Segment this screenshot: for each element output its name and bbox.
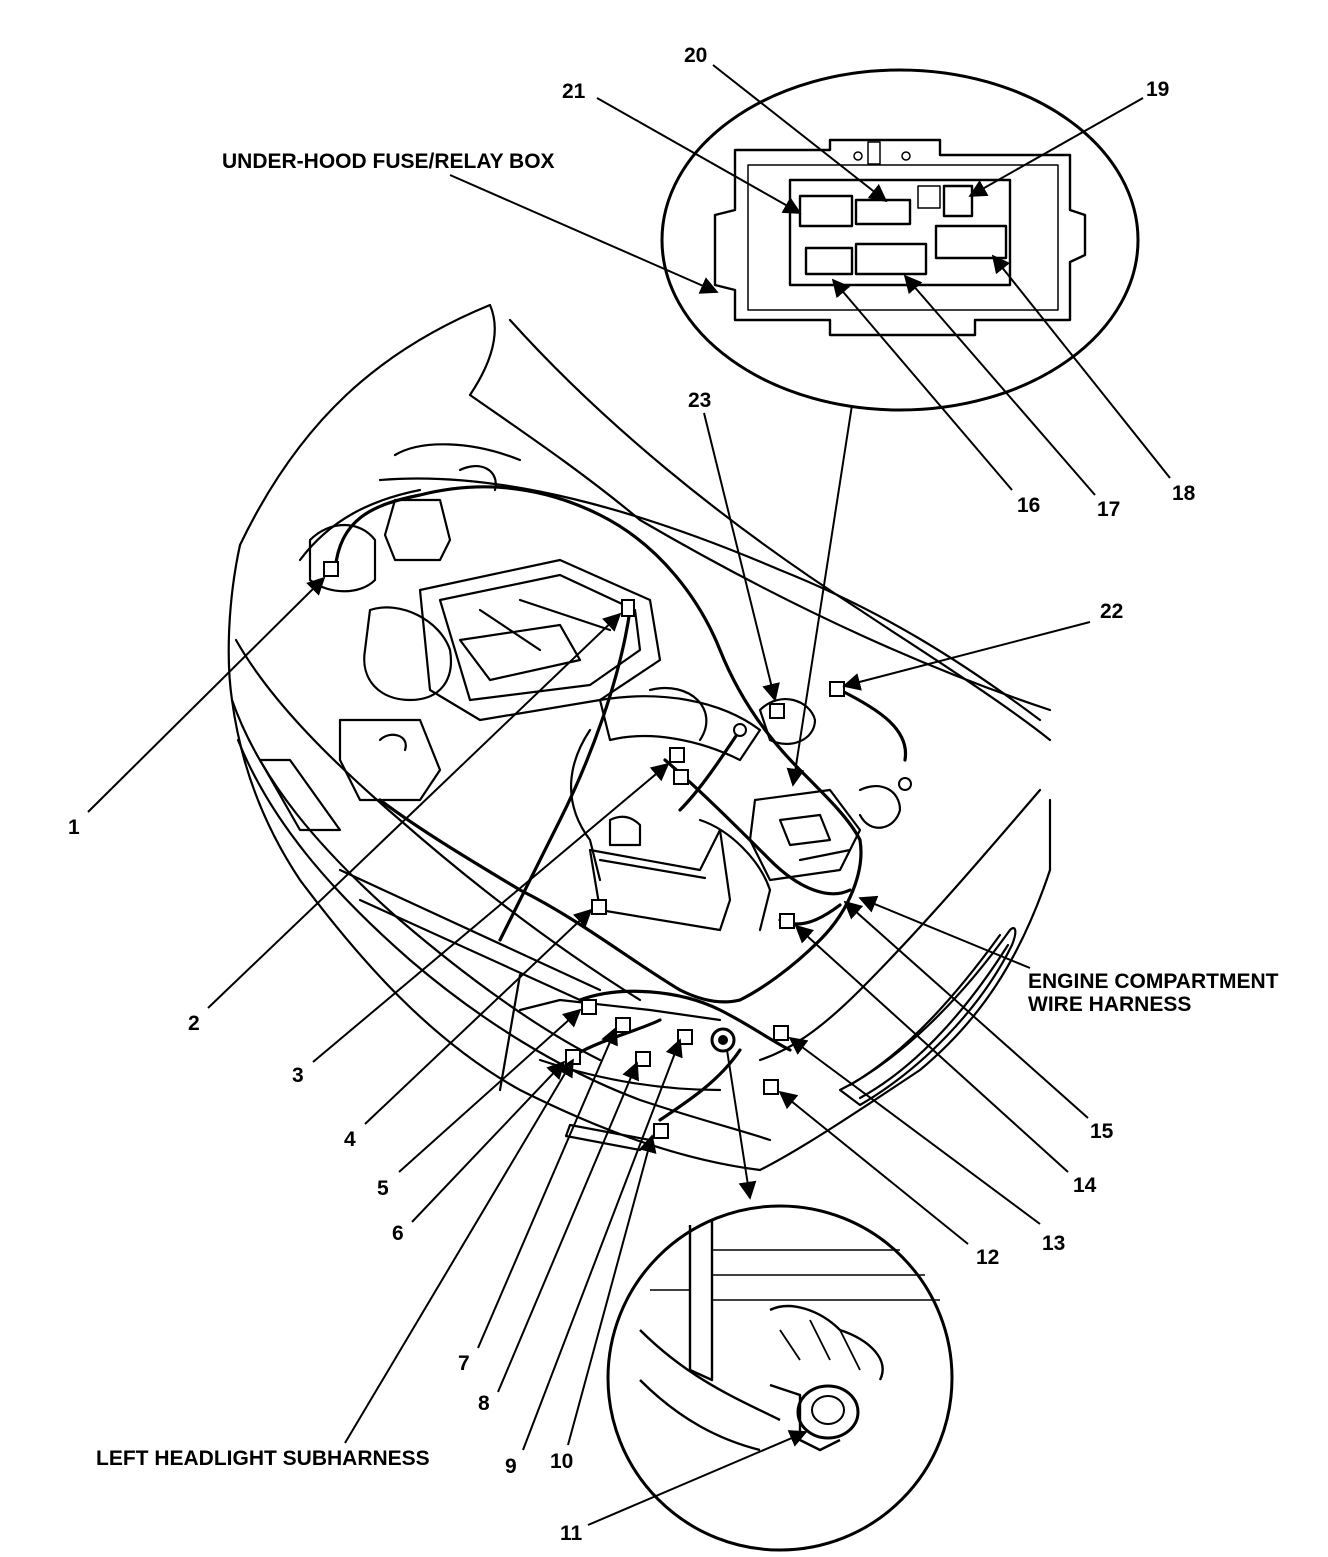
- connector-3a: [669, 747, 685, 763]
- callout-3: 3: [292, 1064, 304, 1087]
- callout-1: 1: [68, 816, 80, 839]
- leader-3: [312, 762, 670, 1063]
- connectors: [323, 561, 912, 1139]
- leader-12: [778, 1090, 969, 1245]
- leader-20: [712, 64, 888, 203]
- relay-17: [854, 242, 928, 276]
- connector-22: [829, 681, 845, 697]
- caption-engine-harness-2: WIRE HARNESS: [1028, 993, 1191, 1016]
- leader-10: [567, 1134, 657, 1446]
- callout-12: 12: [976, 1246, 999, 1269]
- harness-c: [663, 758, 852, 896]
- fuse-box-zoom-circle: [660, 68, 1140, 412]
- connector-14: [779, 913, 795, 929]
- connector-13: [773, 1025, 789, 1041]
- fuse-box-detail: [660, 68, 1140, 412]
- harness-e: [658, 1048, 742, 1122]
- connector-10: [653, 1123, 669, 1139]
- leader-15: [843, 900, 1089, 1119]
- relay-18: [934, 224, 1008, 260]
- leader-7: [477, 1026, 618, 1349]
- ground-zoom-circle: [606, 1204, 954, 1552]
- connector-2: [621, 599, 635, 617]
- vehicle-body: [227, 303, 1052, 1172]
- callout-11: 11: [560, 1522, 583, 1545]
- callout-18: 18: [1172, 482, 1196, 505]
- leader-13: [788, 1036, 1041, 1225]
- ground-bolt: [796, 1384, 860, 1440]
- relay-16: [804, 246, 854, 276]
- callout-4: 4: [344, 1128, 356, 1151]
- leader-19: [968, 97, 1144, 197]
- caption-left-headlight: LEFT HEADLIGHT SUBHARNESS: [96, 1447, 430, 1470]
- leader-14: [794, 924, 1069, 1173]
- leader-18: [991, 254, 1171, 479]
- caption-fuse-box: UNDER-HOOD FUSE/RELAY BOX: [222, 150, 555, 173]
- relay-19: [942, 184, 974, 218]
- connector-23: [769, 703, 785, 719]
- leader-4: [364, 908, 593, 1125]
- leader-lines: [87, 64, 1171, 1526]
- callout-5: 5: [377, 1177, 389, 1200]
- leader-17: [903, 274, 1096, 496]
- leader-engine-harness: [858, 895, 1031, 969]
- harness-lower: [578, 989, 792, 1052]
- callout-16: 16: [1017, 494, 1040, 517]
- callout-8: 8: [478, 1392, 490, 1415]
- leader-9: [522, 1038, 683, 1451]
- callout-14: 14: [1073, 1174, 1097, 1197]
- leader-23: [703, 412, 780, 702]
- leader-2: [207, 612, 622, 1009]
- callout-15: 15: [1090, 1120, 1114, 1143]
- connector-7: [615, 1017, 631, 1033]
- leader-21: [596, 97, 802, 214]
- connector-1: [323, 561, 339, 577]
- callout-21: 21: [562, 80, 586, 103]
- relay-21: [798, 194, 854, 228]
- connector-8: [635, 1051, 651, 1067]
- callout-17: 17: [1097, 498, 1120, 521]
- wire-harness: [333, 485, 908, 1122]
- harness-main-left: [333, 485, 863, 1002]
- callout-13: 13: [1042, 1232, 1065, 1255]
- leader-11: [587, 1430, 808, 1526]
- leader-22: [842, 621, 1091, 691]
- leader-5: [398, 1008, 582, 1173]
- harness-d: [573, 1018, 662, 1057]
- harness-right: [838, 688, 908, 762]
- leader-16: [831, 278, 1013, 491]
- connector-misc-a: [733, 723, 747, 737]
- callout-7: 7: [458, 1352, 470, 1375]
- leader-8: [497, 1061, 639, 1393]
- connector-5: [581, 999, 597, 1015]
- callout-20: 20: [684, 44, 707, 67]
- relay-20: [854, 198, 912, 226]
- callout-6: 6: [392, 1222, 404, 1245]
- callout-23: 23: [688, 389, 711, 412]
- harness-b: [678, 728, 742, 812]
- fuse-box-housing: [713, 138, 1087, 337]
- harness-engine: [498, 608, 632, 942]
- connector-misc-b: [898, 777, 912, 791]
- leader-6: [411, 1060, 566, 1223]
- leader-1: [87, 576, 326, 813]
- connector-12: [763, 1079, 779, 1095]
- callout-10: 10: [550, 1450, 573, 1473]
- callout-2: 2: [188, 1012, 200, 1035]
- ground-detail: [606, 1204, 954, 1552]
- callout-19: 19: [1146, 78, 1169, 101]
- leader-left-headlight: [344, 1058, 574, 1444]
- leader-ground-zoom: [726, 1049, 757, 1200]
- callout-9: 9: [505, 1455, 517, 1478]
- leader-fuse-to-car: [786, 404, 853, 787]
- connector-3b: [673, 769, 689, 785]
- leader-fuse-box: [449, 174, 719, 294]
- caption-engine-harness-1: ENGINE COMPARTMENT: [1028, 970, 1279, 993]
- connector-4: [591, 899, 607, 915]
- labels: UNDER-HOOD FUSE/RELAY BOX ENGINE COMPART…: [68, 44, 1279, 1545]
- callout-22: 22: [1100, 600, 1123, 623]
